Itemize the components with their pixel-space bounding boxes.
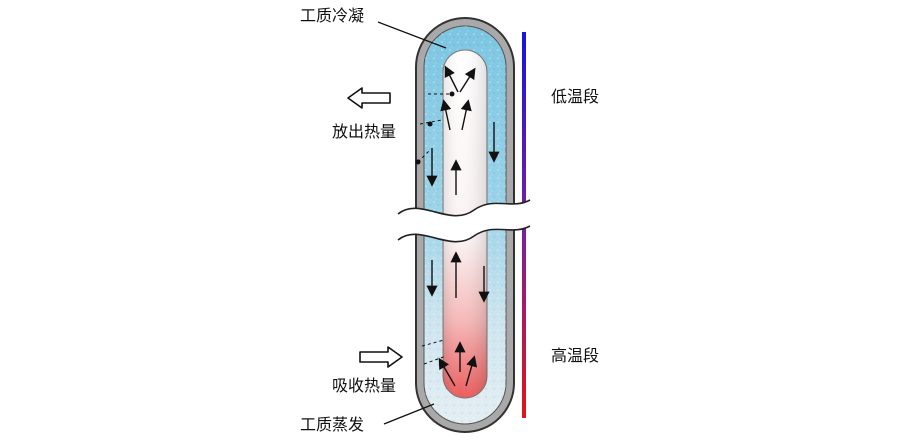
heat-absorb-arrow-icon xyxy=(359,346,403,368)
heat-dashed-lines xyxy=(417,93,452,365)
pipe-break xyxy=(398,200,530,242)
low-temp-section-label: 低温段 xyxy=(551,87,600,106)
heat-absorb-label: 吸收热量 xyxy=(332,376,397,395)
high-temp-section-label: 高温段 xyxy=(551,346,600,365)
condensation-leader-line xyxy=(377,21,447,49)
heat-release-label: 放出热量 xyxy=(332,122,397,141)
condensation-label: 工质冷凝 xyxy=(300,6,365,25)
heat-release-arrow-icon xyxy=(347,87,391,109)
liquid-return-arrows xyxy=(426,122,500,303)
evaporation-leader-line xyxy=(383,403,435,425)
vapor-flow-arrows xyxy=(438,65,478,387)
evaporation-label: 工质蒸发 xyxy=(300,415,365,434)
